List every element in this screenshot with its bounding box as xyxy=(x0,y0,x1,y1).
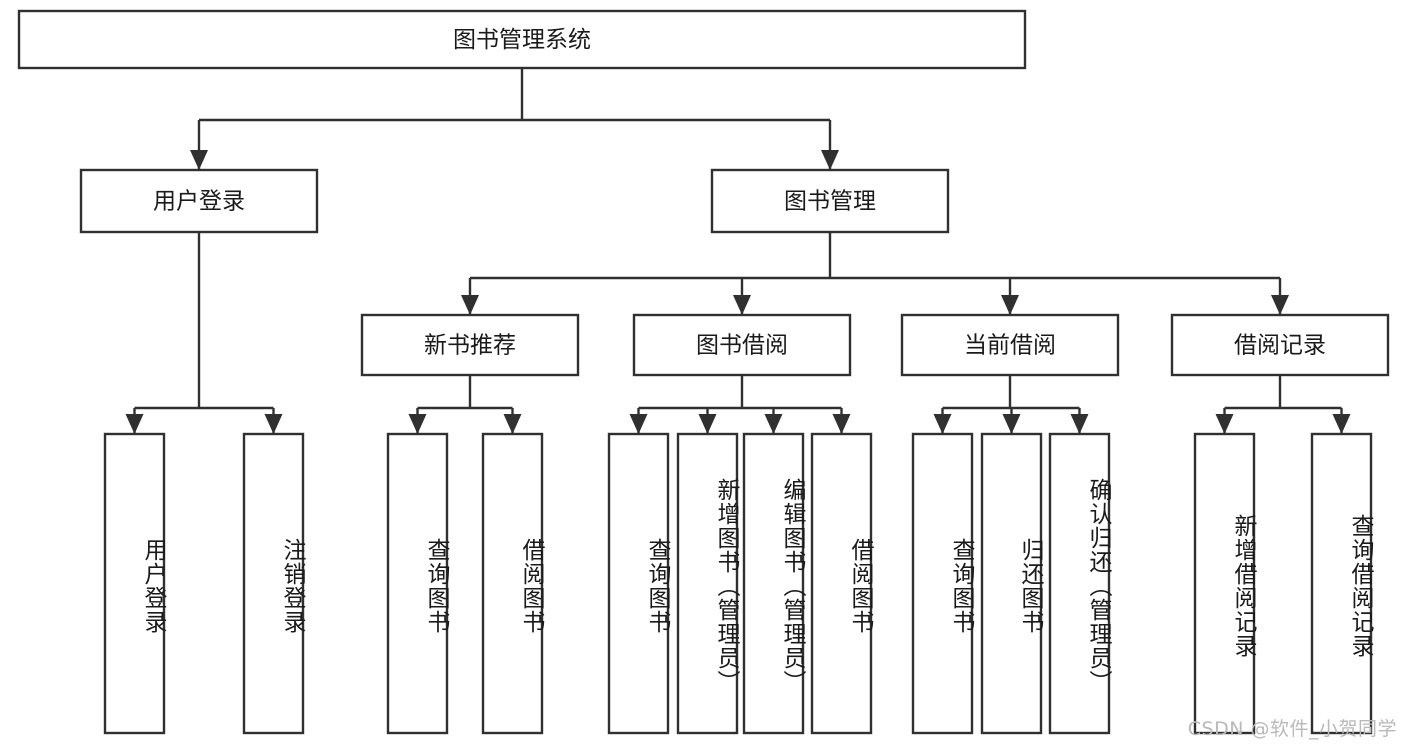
node-new-book-rec[interactable] xyxy=(360,313,580,377)
node-leaf-return-book[interactable] xyxy=(980,432,1043,735)
node-user-login[interactable] xyxy=(79,168,319,234)
node-box-leaf-confirm-return[interactable] xyxy=(1048,432,1111,735)
node-label-book-borrow: 图书借阅 xyxy=(696,333,788,359)
node-box-borrow-record[interactable] xyxy=(1170,313,1390,377)
node-box-leaf-query-book-3[interactable] xyxy=(911,432,974,735)
node-box-leaf-return-book[interactable] xyxy=(980,432,1043,735)
node-box-new-book-rec[interactable] xyxy=(360,313,580,377)
node-box-root[interactable] xyxy=(17,9,1027,70)
node-label-new-book-rec: 新书推荐 xyxy=(424,333,516,359)
node-label-root: 图书管理系统 xyxy=(453,27,591,53)
node-box-book-borrow[interactable] xyxy=(632,313,852,377)
node-leaf-query-book-1[interactable] xyxy=(386,432,449,735)
node-leaf-add-book[interactable] xyxy=(676,432,739,735)
csdn-watermark: CSDN @软件_小贺同学 xyxy=(1187,718,1397,740)
node-box-leaf-borrow-book-1[interactable] xyxy=(481,432,544,735)
node-box-leaf-query-book-1[interactable] xyxy=(386,432,449,735)
node-leaf-borrow-book-1[interactable] xyxy=(481,432,544,735)
node-boxes xyxy=(17,9,1390,735)
node-box-leaf-query-book-2[interactable] xyxy=(607,432,670,735)
node-leaf-query-record[interactable] xyxy=(1310,432,1373,735)
node-box-leaf-query-record[interactable] xyxy=(1310,432,1373,735)
node-box-leaf-logout[interactable] xyxy=(242,432,305,735)
node-box-user-login[interactable] xyxy=(79,168,319,234)
node-label-current-borrow: 当前借阅 xyxy=(964,333,1056,359)
node-book-borrow[interactable] xyxy=(632,313,852,377)
node-book-manage[interactable] xyxy=(710,168,950,234)
node-borrow-record[interactable] xyxy=(1170,313,1390,377)
node-box-leaf-add-book[interactable] xyxy=(676,432,739,735)
node-box-leaf-edit-book[interactable] xyxy=(742,432,805,735)
node-leaf-edit-book[interactable] xyxy=(742,432,805,735)
node-box-current-borrow[interactable] xyxy=(900,313,1120,377)
node-label-book-manage: 图书管理 xyxy=(784,189,876,215)
node-leaf-add-record[interactable] xyxy=(1193,432,1256,735)
connector-lines xyxy=(125,68,1351,434)
node-leaf-query-book-3[interactable] xyxy=(911,432,974,735)
node-root[interactable] xyxy=(17,9,1027,70)
node-leaf-logout[interactable] xyxy=(242,432,305,735)
node-leaf-borrow-book-2[interactable] xyxy=(810,432,873,735)
node-box-leaf-add-record[interactable] xyxy=(1193,432,1256,735)
node-leaf-query-book-2[interactable] xyxy=(607,432,670,735)
node-label-user-login: 用户登录 xyxy=(153,189,245,215)
node-box-leaf-borrow-book-2[interactable] xyxy=(810,432,873,735)
node-leaf-user-login[interactable] xyxy=(103,432,166,735)
node-current-borrow[interactable] xyxy=(900,313,1120,377)
node-box-book-manage[interactable] xyxy=(710,168,950,234)
node-leaf-confirm-return[interactable] xyxy=(1048,432,1111,735)
node-label-borrow-record: 借阅记录 xyxy=(1234,333,1326,359)
node-box-leaf-user-login[interactable] xyxy=(103,432,166,735)
